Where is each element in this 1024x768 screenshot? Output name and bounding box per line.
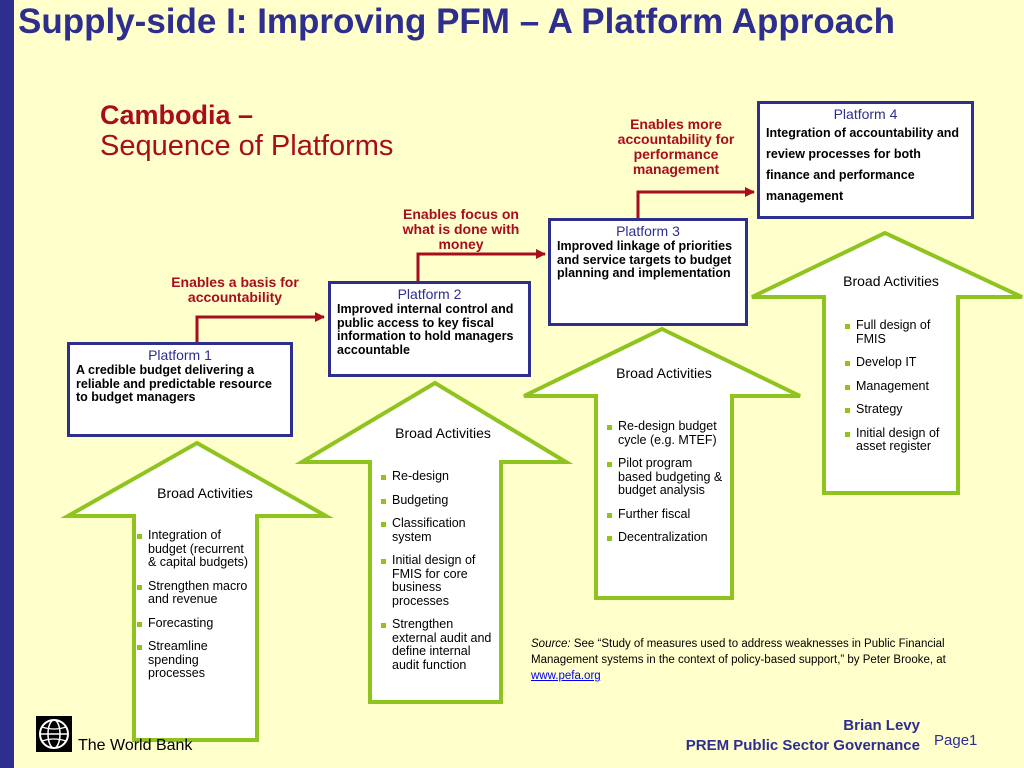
list-item: Initial design of asset register xyxy=(844,426,956,454)
source-text: See “Study of measures used to address w… xyxy=(531,638,946,666)
list-item: Initial design of FMIS for core business… xyxy=(380,553,498,608)
subtitle-country: Cambodia – xyxy=(100,100,254,130)
platform-3-box: Platform 3 Improved linkage of prioritie… xyxy=(548,218,748,326)
activity-arrow-1 xyxy=(60,440,334,742)
list-item: Pilot program based budgeting & budget a… xyxy=(606,456,728,498)
source-note: Source: See “Study of measures used to a… xyxy=(531,636,1001,684)
slide-title: Supply-side I: Improving PFM – A Platfor… xyxy=(18,2,896,41)
world-bank-globe-icon xyxy=(36,716,72,752)
activity-list-2: Re-design Budgeting Classification syste… xyxy=(380,469,498,682)
list-item: Strategy xyxy=(844,402,956,417)
platform-4-description: Integration of accountability and review… xyxy=(766,126,960,203)
activity-2-heading: Broad Activities xyxy=(395,425,491,441)
platform-2-box: Platform 2 Improved internal control and… xyxy=(328,281,531,377)
platform-4-box: Platform 4 Integration of accountability… xyxy=(757,101,974,219)
connector-arrow-2 xyxy=(416,249,546,281)
activity-1-heading: Broad Activities xyxy=(157,485,253,501)
platform-3-title: Platform 3 xyxy=(616,223,680,239)
platform-1-box: Platform 1 A credible budget delivering … xyxy=(67,342,293,437)
list-item: Streamline spending processes xyxy=(136,639,254,681)
list-item: Re-design xyxy=(380,469,498,484)
activity-list-3: Re-design budget cycle (e.g. MTEF) Pilot… xyxy=(606,419,728,555)
subtitle-text: Sequence of Platforms xyxy=(100,130,394,162)
platform-3-description: Improved linkage of priorities and servi… xyxy=(557,239,733,280)
organization-name: The World Bank xyxy=(78,737,193,754)
list-item: Forecasting xyxy=(136,616,254,631)
list-item: Re-design budget cycle (e.g. MTEF) xyxy=(606,419,728,447)
list-item: Develop IT xyxy=(844,355,956,370)
list-item: Decentralization xyxy=(606,530,728,545)
platform-4-title: Platform 4 xyxy=(833,106,898,122)
activity-list-1: Integration of budget (recurrent & capit… xyxy=(136,528,254,691)
source-label: Source: xyxy=(531,638,571,650)
platform-2-description: Improved internal control and public acc… xyxy=(337,302,514,357)
list-item: Integration of budget (recurrent & capit… xyxy=(136,528,254,570)
connector-arrow-3 xyxy=(636,187,755,218)
activity-arrow-3 xyxy=(523,326,801,600)
activity-list-4: Full design of FMIS Develop IT Managemen… xyxy=(844,318,956,464)
activity-3-heading: Broad Activities xyxy=(616,365,712,381)
author-unit: PREM Public Sector Governance xyxy=(685,737,920,754)
connector-arrow-1 xyxy=(195,312,325,342)
author-block: Brian Levy PREM Public Sector Governance xyxy=(600,716,920,756)
list-item: Strengthen external audit and define int… xyxy=(380,617,498,672)
transition-note-1: Enables a basis for accountability xyxy=(171,274,299,305)
platform-1-description: A credible budget delivering a reliable … xyxy=(76,363,272,404)
list-item: Strengthen macro and revenue xyxy=(136,579,254,607)
list-item: Full design of FMIS xyxy=(844,318,956,346)
activity-arrow-2 xyxy=(294,380,574,704)
activity-4-heading: Broad Activities xyxy=(843,273,939,289)
platform-2-title: Platform 2 xyxy=(397,286,462,302)
list-item: Classification system xyxy=(380,516,498,544)
left-sidebar-bar xyxy=(0,0,14,768)
source-link[interactable]: www.pefa.org xyxy=(531,670,601,682)
list-item: Further fiscal xyxy=(606,507,728,522)
author-name: Brian Levy xyxy=(843,717,920,734)
list-item: Management xyxy=(844,379,956,394)
transition-note-3: Enables more accountability for performa… xyxy=(617,116,735,177)
transition-note-2: Enables focus on what is done with money xyxy=(402,206,520,252)
platform-1-title: Platform 1 xyxy=(148,347,212,363)
list-item: Budgeting xyxy=(380,493,498,508)
activity-arrow-4 xyxy=(751,230,1023,495)
page-number: Page1 xyxy=(934,732,978,749)
